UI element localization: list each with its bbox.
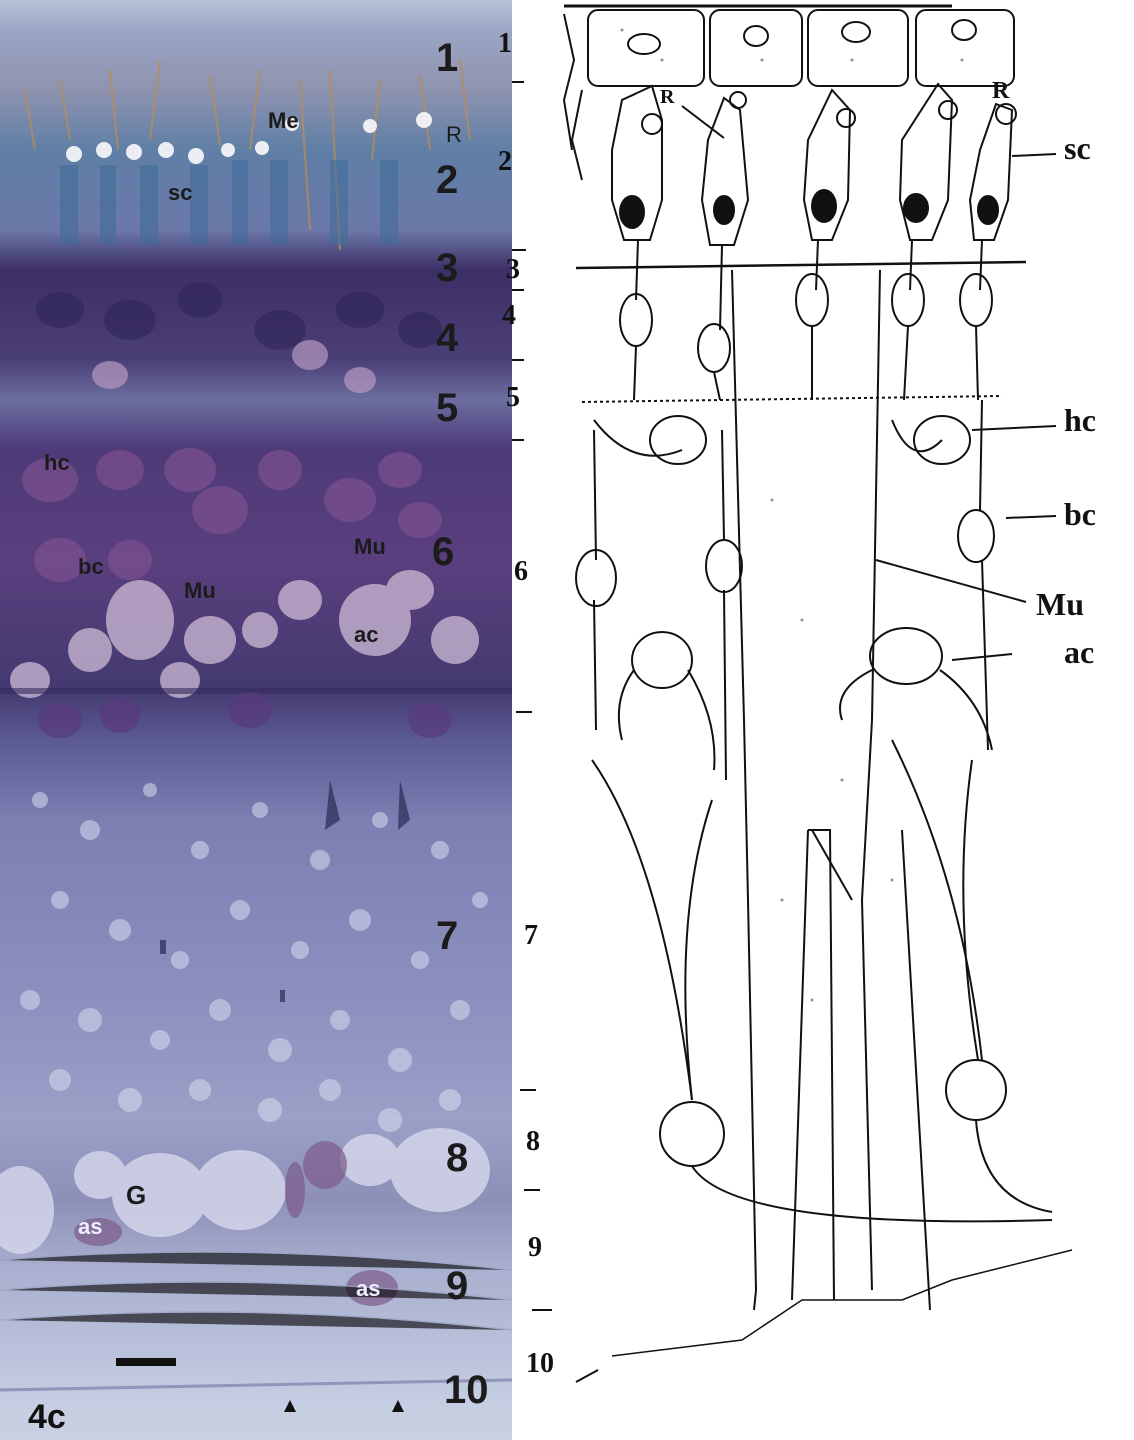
drawing-label-bc: bc: [1064, 496, 1096, 533]
micro-label-sc: sc: [168, 180, 192, 206]
drawing-label-r-right: R: [992, 78, 1009, 105]
drawing-label-hc: hc: [1064, 402, 1096, 439]
schematic-lines: [512, 0, 1134, 1440]
drawing-layer-4: 4: [502, 300, 516, 332]
micro-layer-6: 6: [432, 530, 454, 575]
micrograph-texture: [0, 0, 512, 1440]
micro-layer-3: 3: [436, 246, 458, 291]
micro-layer-9: 9: [446, 1264, 468, 1309]
drawing-label-r-left: R: [660, 86, 674, 109]
micro-layer-10: 10: [444, 1368, 489, 1413]
drawing-layer-6: 6: [514, 556, 528, 588]
drawing-label-sc: sc: [1064, 130, 1091, 167]
micro-label-r: R: [446, 122, 462, 148]
drawing-layer-1: 1: [498, 28, 512, 60]
drawing-layer-10: 10: [526, 1348, 554, 1380]
micro-layer-1: 1: [436, 36, 458, 81]
drawing-layer-2: 2: [498, 146, 512, 178]
panel-id: 4c: [28, 1398, 66, 1437]
micro-label-me: Me: [268, 108, 299, 134]
drawing-layer-3: 3: [506, 254, 520, 286]
micro-layer-8: 8: [446, 1136, 468, 1181]
micro-layer-5: 5: [436, 386, 458, 431]
drawing-label-ac: ac: [1064, 634, 1094, 671]
drawing-layer-5: 5: [506, 382, 520, 414]
micro-label-ac: ac: [354, 622, 378, 648]
micro-layer-7: 7: [436, 914, 458, 959]
scale-bar: [116, 1358, 176, 1366]
drawing-label-mu: Mu: [1036, 586, 1084, 623]
micro-label-as-1: as: [78, 1214, 102, 1240]
micro-layer-2: 2: [436, 158, 458, 203]
retina-micrograph: 1 2 3 4 5 6 7 8 9 10 Me R sc hc bc Mu Mu…: [0, 0, 512, 1440]
micro-layer-4: 4: [436, 316, 458, 361]
micro-label-hc: hc: [44, 450, 70, 476]
drawing-layer-9: 9: [528, 1232, 542, 1264]
micro-label-as-2: as: [356, 1276, 380, 1302]
micro-label-mu-2: Mu: [184, 578, 216, 604]
micro-label-g: G: [126, 1180, 146, 1211]
micro-label-bc: bc: [78, 554, 104, 580]
drawing-layer-8: 8: [526, 1126, 540, 1158]
micro-label-mu-1: Mu: [354, 534, 386, 560]
retina-schematic: 1 2 3 4 5 6 7 8 9 10 R R sc hc bc Mu ac: [512, 0, 1134, 1440]
drawing-layer-7: 7: [524, 920, 538, 952]
